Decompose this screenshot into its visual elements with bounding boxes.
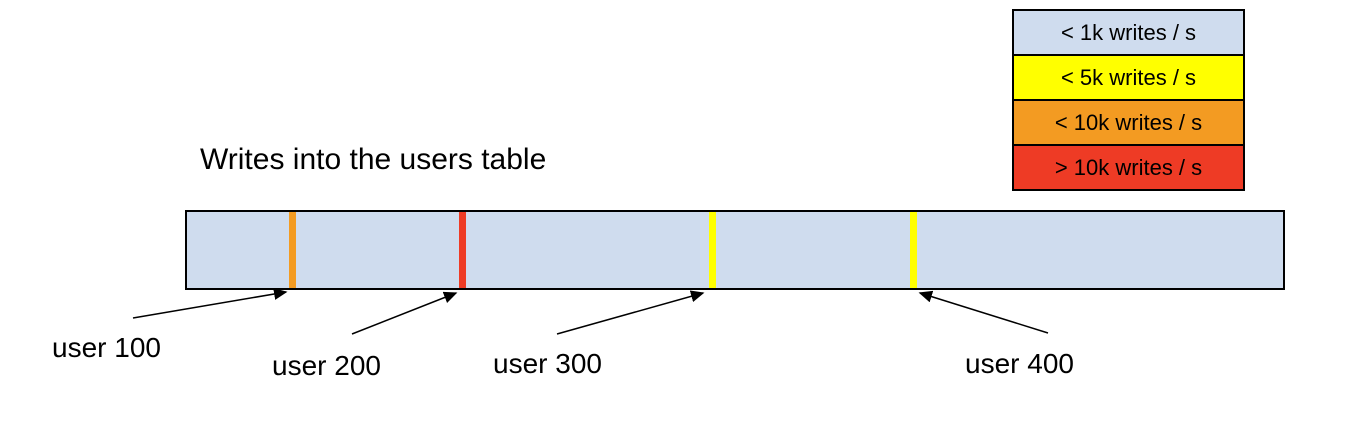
label-user-400: user 400 — [965, 348, 1074, 379]
legend-row-lt-10k: < 10k writes / s — [1014, 99, 1243, 144]
label-user-200: user 200 — [272, 350, 381, 381]
stripe-user-300 — [709, 212, 716, 288]
stripe-user-100 — [289, 212, 296, 288]
legend: < 1k writes / s < 5k writes / s < 10k wr… — [1012, 9, 1245, 191]
legend-label-lt-5k: < 5k writes / s — [1060, 64, 1197, 90]
arrow-user-300 — [556, 290, 705, 335]
arrow-user-200 — [351, 291, 458, 335]
legend-row-gt-10k: > 10k writes / s — [1014, 144, 1243, 189]
arrow-user-100 — [132, 288, 288, 319]
users-table-bar — [185, 210, 1285, 290]
diagram-title: Writes into the users table — [200, 143, 547, 176]
label-user-300: user 300 — [493, 348, 602, 379]
stripe-user-200 — [459, 212, 466, 288]
legend-row-lt-1k: < 1k writes / s — [1014, 11, 1243, 54]
legend-row-lt-5k: < 5k writes / s — [1014, 54, 1243, 99]
arrow-user-400 — [918, 290, 1049, 334]
stripe-user-400 — [910, 212, 917, 288]
legend-label-gt-10k: > 10k writes / s — [1054, 154, 1203, 180]
legend-label-lt-1k: < 1k writes / s — [1060, 19, 1197, 45]
label-user-100: user 100 — [52, 332, 161, 363]
legend-label-lt-10k: < 10k writes / s — [1054, 109, 1203, 135]
